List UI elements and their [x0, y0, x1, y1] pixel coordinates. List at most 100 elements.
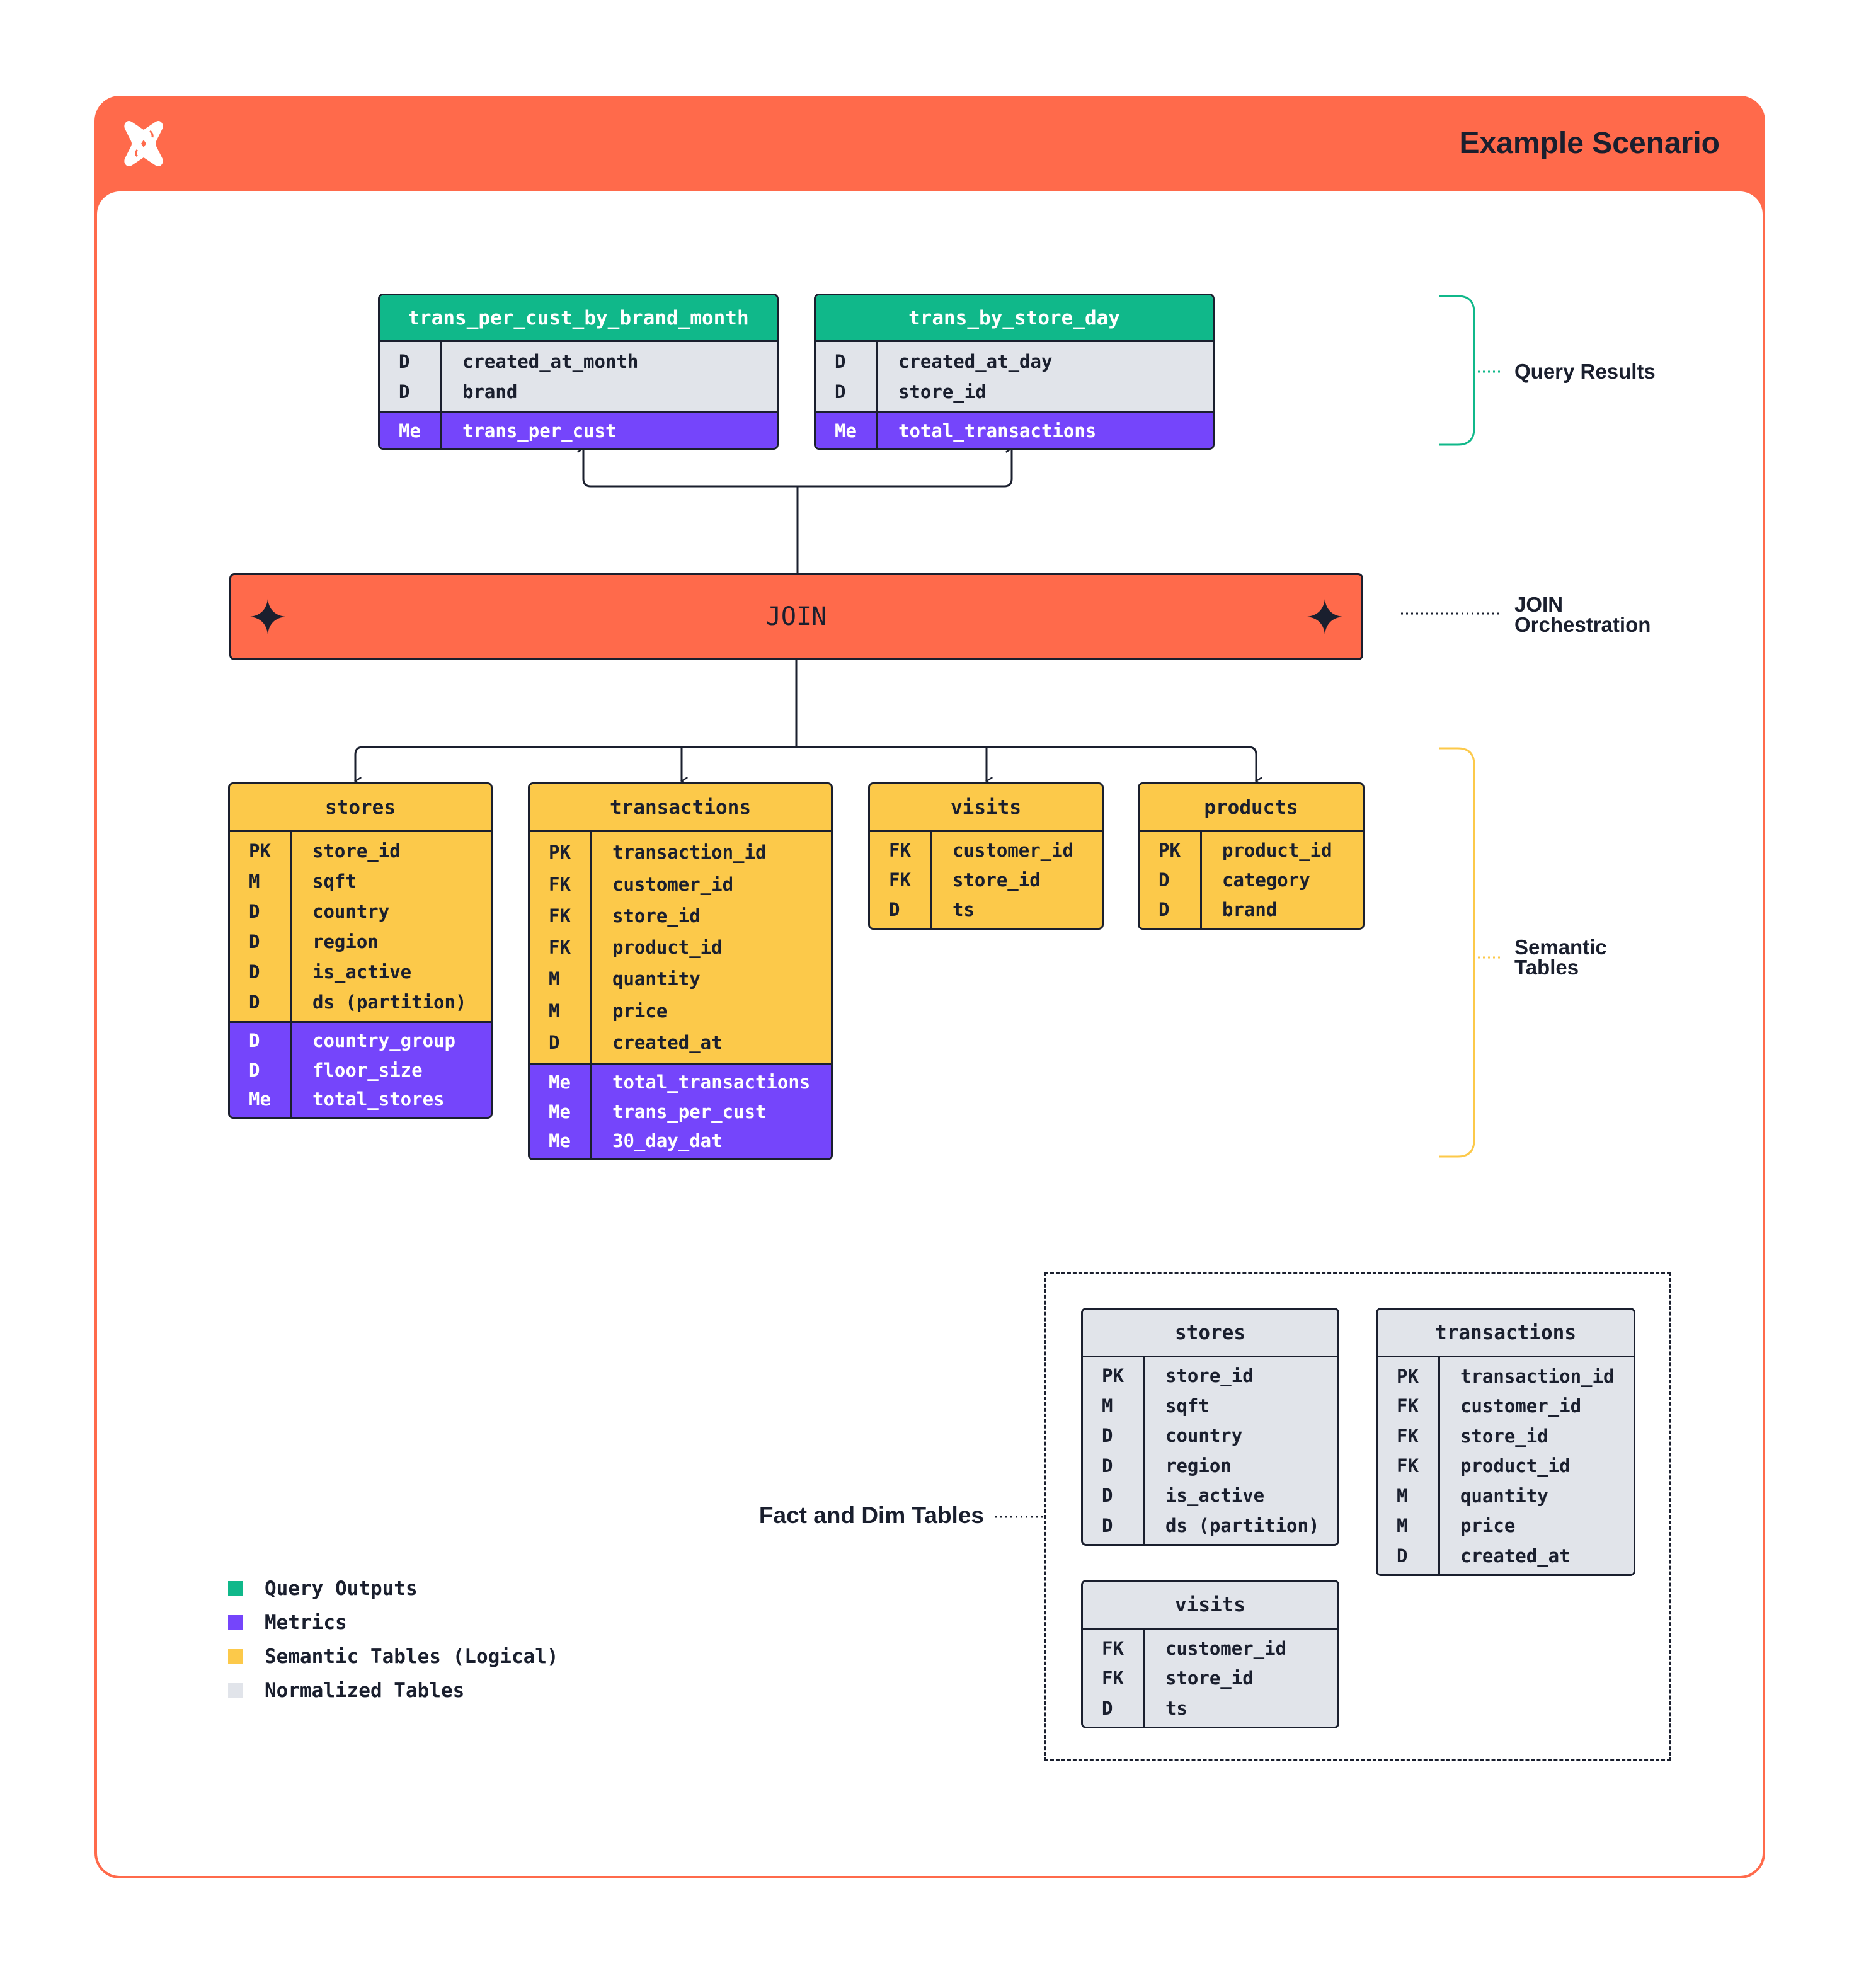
table-title: transactions: [530, 784, 831, 832]
table-title: trans_by_store_day: [816, 295, 1213, 342]
column-name: ds (partition): [1165, 1514, 1320, 1536]
column-key-type: PK: [1102, 1365, 1124, 1387]
column-key-type: Me: [549, 1100, 571, 1123]
column-key-type: M: [1397, 1485, 1408, 1507]
column-name: store_id: [1165, 1365, 1254, 1387]
column-name: trans_per_cust: [462, 420, 617, 442]
column-name: region: [1165, 1454, 1232, 1477]
column-name: ds (partition): [312, 991, 467, 1013]
table-title: visits: [870, 784, 1102, 832]
column-key-type: D: [1102, 1425, 1113, 1447]
dbt-logo-icon: [124, 121, 163, 166]
query-results-label: Query Results: [1514, 360, 1656, 383]
column-name: total_transactions: [898, 420, 1097, 442]
column-key-type: M: [549, 1000, 560, 1022]
column-name: customer_id: [953, 840, 1074, 861]
column-name: created_at_day: [898, 350, 1053, 372]
column-key-type: PK: [1159, 840, 1181, 861]
column-key-type: D: [399, 350, 410, 372]
join-label: JOIN: [765, 602, 827, 631]
column-key-type: D: [249, 991, 260, 1013]
legend-item: Query Outputs: [228, 1577, 418, 1600]
column-name: is_active: [1165, 1485, 1265, 1507]
legend-item: Semantic Tables (Logical): [228, 1645, 559, 1668]
column-key-type: D: [835, 350, 846, 372]
column-name: country: [312, 901, 390, 922]
column-key-type: D: [1102, 1514, 1113, 1536]
column-name: product_id: [612, 937, 723, 958]
column-key-type: D: [249, 1059, 260, 1081]
semantic-bracket: [1439, 747, 1475, 1158]
column-name: country_group: [312, 1030, 455, 1052]
column-name: price: [612, 1000, 668, 1022]
column-name: total_stores: [312, 1088, 445, 1110]
column-key-type: Me: [549, 1071, 571, 1094]
column-key-type: PK: [1397, 1365, 1419, 1387]
column-name: ts: [953, 899, 975, 920]
column-key-type: D: [399, 381, 410, 403]
column-key-type: PK: [549, 842, 571, 864]
column-key-type: D: [1102, 1485, 1113, 1507]
table-row: FK customer_id: [870, 837, 1102, 864]
star-icon: [1307, 599, 1342, 634]
semantic-tables-line2: Tables: [1514, 956, 1579, 979]
column-key-type: D: [249, 931, 260, 952]
column-name: country: [1165, 1425, 1243, 1447]
legend-swatch: [228, 1615, 243, 1630]
arrow-to-result-1: [577, 444, 798, 488]
column-name: store_id: [1460, 1425, 1548, 1447]
column-key-type: M: [1397, 1515, 1408, 1536]
column-key-type: D: [249, 961, 260, 983]
column-key-type: FK: [889, 840, 911, 861]
legend-swatch: [228, 1581, 243, 1596]
column-name: sqft: [312, 871, 357, 892]
column-name: created_at: [1460, 1545, 1571, 1567]
column-name: quantity: [1460, 1485, 1548, 1507]
column-key-type: PK: [249, 840, 271, 862]
legend-swatch: [228, 1649, 243, 1664]
column-key-type: D: [249, 1030, 260, 1052]
table-title: trans_per_cust_by_brand_month: [380, 295, 777, 342]
column-key-type: FK: [549, 937, 571, 958]
column-name: customer_id: [612, 873, 734, 895]
column-key-type: D: [1102, 1697, 1113, 1719]
column-name: region: [312, 931, 379, 952]
table-row: FK product_id: [530, 934, 831, 961]
star-icon: [250, 599, 285, 634]
column-name: store_id: [898, 381, 987, 403]
column-name: brand: [462, 381, 518, 403]
column-name: quantity: [612, 968, 701, 990]
fact-dim-label: Fact and Dim Tables: [758, 1502, 984, 1528]
